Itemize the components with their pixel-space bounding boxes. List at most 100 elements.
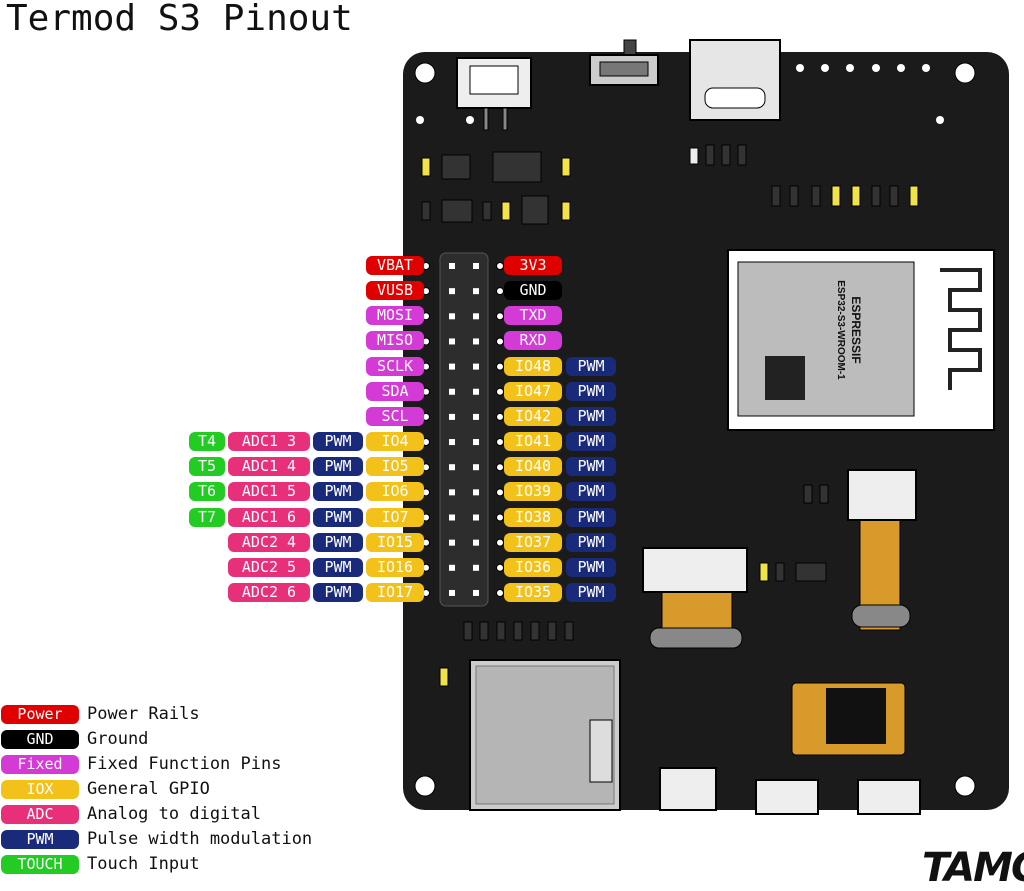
pin-label-iox: IO48: [504, 356, 562, 376]
pin-lead: [496, 513, 504, 522]
pin-label-iox: IO47: [504, 381, 562, 401]
pin-label-adc: ADC2 6: [228, 582, 310, 602]
pin-pad: [473, 564, 479, 571]
pin-pad: [449, 564, 455, 571]
pin-label-pwm: PWM: [313, 557, 363, 577]
fpc-connector-2: [642, 547, 748, 649]
legend-desc-gnd: Ground: [87, 729, 149, 749]
module-brand: ESPRESSIF: [849, 296, 863, 363]
chip-package: [791, 682, 906, 756]
battery-connector: [456, 57, 532, 131]
mount-hole-tl: [414, 62, 436, 84]
legend-desc-pwm: Pulse width modulation: [87, 829, 313, 849]
pin-label-iox: IO41: [504, 432, 562, 452]
pin-label-pwm: PWM: [313, 432, 363, 452]
pin-label-gnd: GND: [504, 281, 562, 301]
pin-label-iox: IO5: [366, 457, 424, 477]
legend-key-power: Power: [1, 705, 79, 724]
pin-label-pwm: PWM: [566, 406, 616, 426]
pin-label-pwm: PWM: [566, 432, 616, 452]
pin-label-iox: IO38: [504, 507, 562, 527]
pin-pad: [473, 589, 479, 596]
bottom-connectors: [659, 767, 921, 815]
pin-label-pwm: PWM: [313, 582, 363, 602]
pin-label-iox: IO42: [504, 406, 562, 426]
pin-lead: [496, 588, 504, 597]
pin-label-pwm: PWM: [566, 457, 616, 477]
pin-label-adc: ADC1 5: [228, 482, 310, 502]
pin-label-pwm: PWM: [566, 356, 616, 376]
pin-label-adc: ADC2 4: [228, 532, 310, 552]
pin-label-pwm: PWM: [313, 532, 363, 552]
pin-pad: [449, 539, 455, 546]
pin-label-iox: IO7: [366, 507, 424, 527]
pin-pad: [449, 288, 455, 295]
pin-label-fixed: MOSI: [366, 306, 424, 326]
pin-label-iox: IO15: [366, 532, 424, 552]
pin-label-power: VBAT: [366, 256, 424, 275]
pin-pad: [449, 464, 455, 471]
pin-label-adc: ADC1 6: [228, 507, 310, 527]
pin-label-iox: IO35: [504, 582, 562, 602]
pin-pad: [449, 338, 455, 345]
pin-lead: [496, 563, 504, 572]
pin-label-pwm: PWM: [313, 507, 363, 527]
pin-label-fixed: MISO: [366, 331, 424, 351]
pin-label-iox: IO39: [504, 482, 562, 502]
pin-pad: [473, 413, 479, 420]
pin-label-iox: IO37: [504, 532, 562, 552]
legend-key-iox: IOX: [1, 780, 79, 799]
fpc-connector-1: [847, 469, 917, 631]
pin-lead: [496, 538, 504, 547]
page-title: Termod S3 Pinout: [6, 0, 353, 39]
pin-label-fixed: TXD: [504, 306, 562, 326]
pin-label-iox: IO40: [504, 457, 562, 477]
smd-components: [421, 144, 919, 225]
pin-label-pwm: PWM: [566, 557, 616, 577]
pin-label-pwm: PWM: [566, 582, 616, 602]
pin-pad: [473, 288, 479, 295]
tamc-logo: TAMC: [922, 845, 1024, 891]
pin-lead: [496, 387, 504, 396]
pin-label-iox: IO16: [366, 557, 424, 577]
pin-label-fixed: RXD: [504, 331, 562, 351]
pin-label-fixed: SCL: [366, 406, 424, 426]
pin-pad: [449, 439, 455, 446]
pin-lead: [496, 287, 504, 296]
pin-label-touch: T6: [189, 482, 225, 502]
pin-label-touch: T5: [189, 457, 225, 477]
pin-pad: [473, 338, 479, 345]
legend-desc-iox: General GPIO: [87, 779, 210, 799]
legend-key-touch: TOUCH: [1, 855, 79, 874]
legend-key-gnd: GND: [1, 730, 79, 749]
pin-pad: [473, 363, 479, 370]
pin-pad: [473, 539, 479, 546]
pin-pad: [449, 263, 455, 269]
smd-components-mid: [439, 484, 829, 687]
pin-label-adc: ADC2 5: [228, 557, 310, 577]
mount-hole-bl: [414, 775, 436, 797]
pin-label-fixed: SDA: [366, 381, 424, 401]
pin-label-fixed: SCLK: [366, 356, 424, 376]
mount-hole-tr: [954, 62, 976, 84]
pin-pad: [449, 313, 455, 320]
pin-label-adc: ADC1 4: [228, 457, 310, 477]
legend-key-pwm: PWM: [1, 830, 79, 849]
esp32-module: ESPRESSIF ESP32-S3-WROOM-1: [727, 249, 995, 431]
pin-label-iox: IO4: [366, 432, 424, 452]
legend-key-fixed: Fixed: [1, 755, 79, 774]
pin-pad: [473, 263, 479, 269]
legend-desc-touch: Touch Input: [87, 854, 200, 874]
pin-label-power: VUSB: [366, 281, 424, 301]
pin-lead: [496, 262, 504, 270]
pin-lead: [496, 312, 504, 321]
pin-label-pwm: PWM: [566, 507, 616, 527]
legend-desc-power: Power Rails: [87, 704, 200, 724]
usb-c-port: [689, 39, 781, 121]
pin-header: [439, 252, 489, 607]
pin-lead: [496, 438, 504, 447]
pin-pad: [449, 489, 455, 496]
pin-lead: [496, 463, 504, 472]
pin-label-pwm: PWM: [313, 482, 363, 502]
pin-lead: [496, 362, 504, 371]
